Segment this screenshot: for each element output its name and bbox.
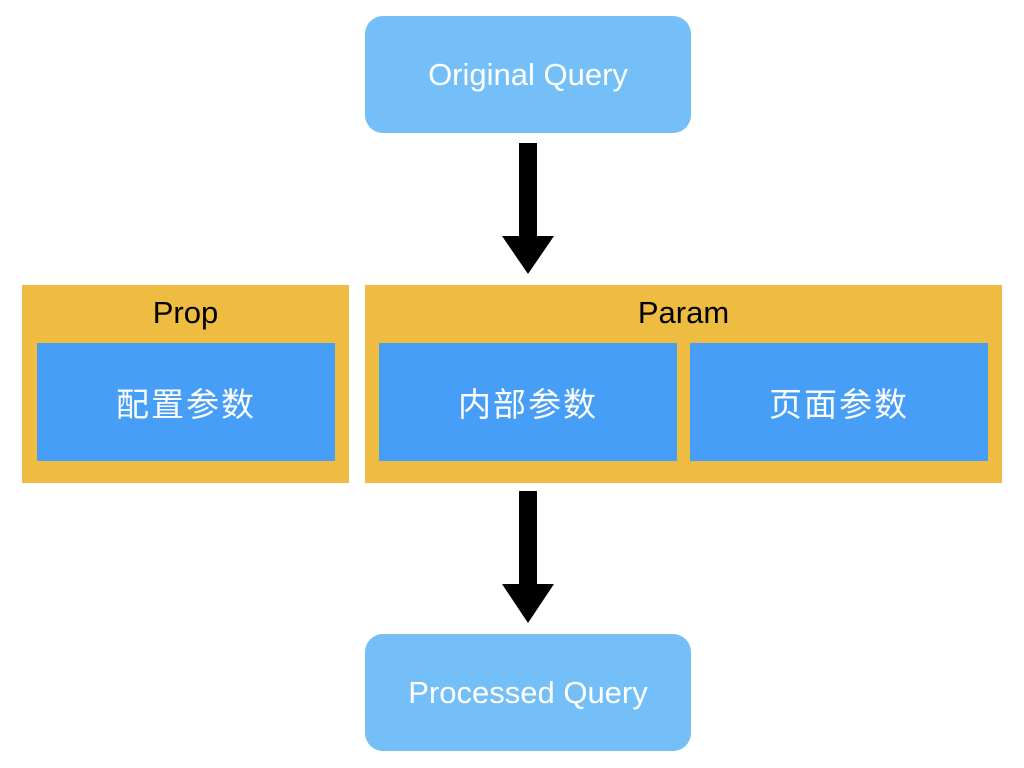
original-query-node: Original Query [365, 16, 691, 133]
config-params-label: 配置参数 [116, 385, 256, 424]
internal-params-box: 内部参数 [379, 343, 677, 461]
param-group: Param 内部参数 页面参数 [365, 285, 1002, 483]
config-params-box: 配置参数 [37, 343, 335, 461]
prop-group-title: Prop [152, 295, 219, 330]
param-group-title: Param [637, 295, 730, 330]
prop-group: Prop 配置参数 [22, 285, 349, 483]
internal-params-label: 内部参数 [458, 385, 598, 424]
processed-query-node: Processed Query [365, 634, 691, 751]
processed-query-label: Processed Query [408, 674, 648, 710]
original-query-label: Original Query [428, 56, 628, 92]
arrow-down-icon [502, 491, 554, 623]
arrow-down-icon [502, 143, 554, 274]
page-params-box: 页面参数 [690, 343, 988, 461]
page-params-label: 页面参数 [769, 385, 909, 424]
